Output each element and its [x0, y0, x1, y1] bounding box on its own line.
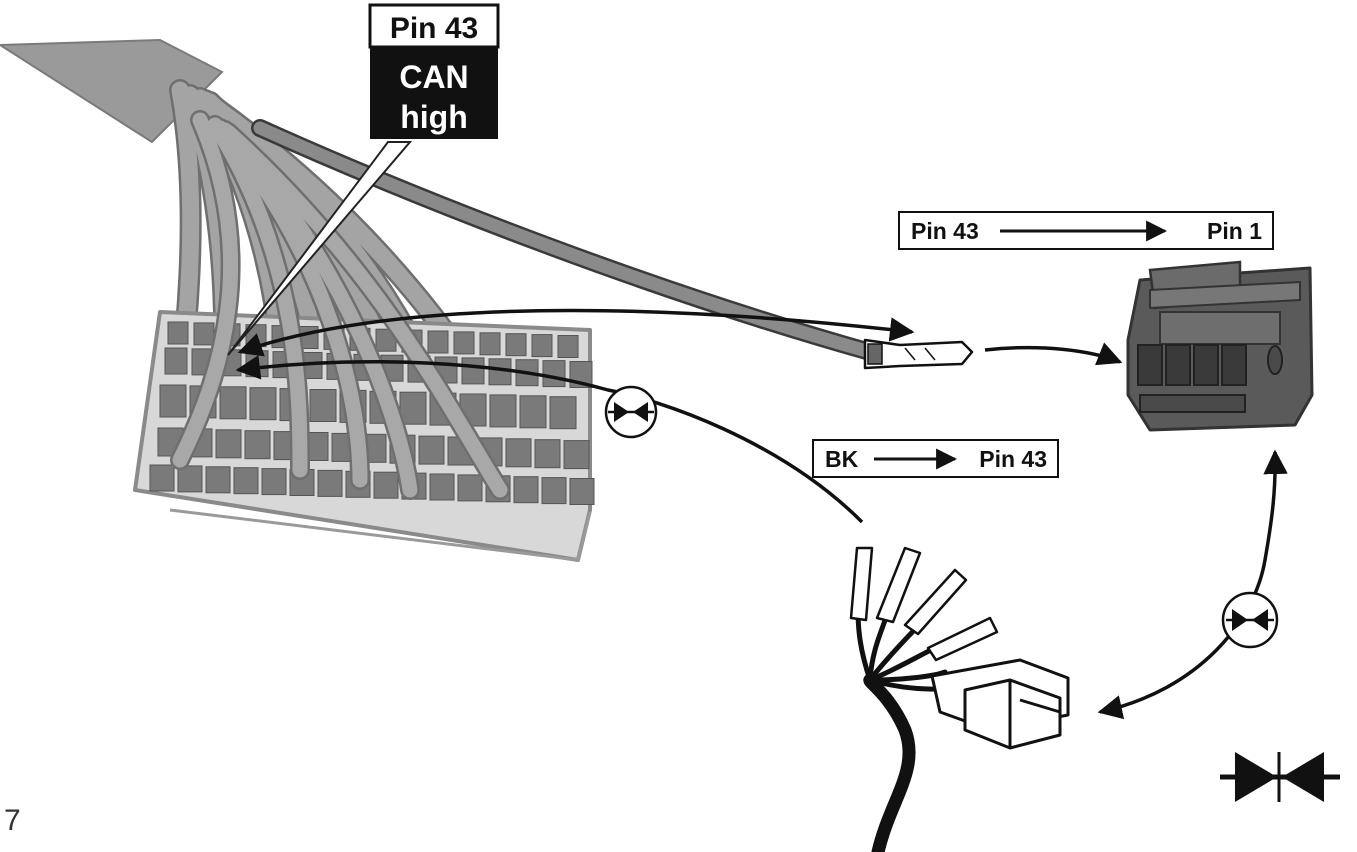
connector-cavity [531, 334, 553, 358]
connector-cavity [541, 477, 567, 505]
connector-cavity [249, 387, 277, 421]
mapping-bk-from: BK [825, 446, 859, 472]
mapping-top-from: Pin 43 [911, 218, 979, 244]
pin-terminal [863, 338, 974, 370]
connector-cavity [549, 396, 577, 430]
connector-cavity [233, 467, 259, 495]
connector-cavity [453, 331, 475, 355]
connector-cavity [177, 465, 203, 493]
connector-cavity [149, 464, 175, 492]
connector-cavity [205, 466, 231, 494]
mapping-label-bk: BK Pin 43 [812, 439, 1059, 478]
connector-cavity [457, 474, 483, 502]
connector-cavity [418, 435, 445, 465]
connector-cavity [479, 332, 501, 356]
connect-symbol-icon [604, 385, 658, 439]
callout-signal-line1: CAN [399, 59, 468, 95]
connector-cavity [429, 473, 455, 501]
connector-cavity [215, 429, 242, 459]
connector-cavity [373, 471, 399, 499]
connector-cavity [427, 330, 449, 354]
adapter-pins [849, 546, 999, 662]
connector-cavity [569, 478, 595, 505]
connector-cavity [505, 333, 527, 357]
connector-cavity [261, 468, 287, 496]
connector-cavity [534, 439, 561, 469]
connector-cavity [563, 440, 590, 470]
connector-cavity [461, 357, 485, 385]
connector-cavity [244, 430, 271, 460]
connector-cavity [489, 394, 517, 428]
connector-cavity [193, 322, 215, 346]
connector-cavity [219, 386, 247, 420]
page-number: 7 [4, 804, 21, 837]
target-connector-housing [1126, 260, 1314, 432]
connector-cavity [505, 438, 532, 468]
connector-cavity [317, 469, 343, 497]
mapping-label-top: Pin 43 Pin 1 [898, 211, 1274, 250]
connector-cavity [164, 347, 188, 375]
connector-cavity [519, 395, 547, 429]
connector-cavity [513, 476, 539, 504]
pin-callout: Pin 43 CAN high [368, 3, 500, 139]
adapter-connector [930, 658, 1070, 750]
connector-cavity [542, 360, 566, 388]
connector-cavity [309, 389, 337, 422]
connect-legend-icon [1220, 752, 1340, 802]
mapping-top-to: Pin 1 [1207, 218, 1262, 244]
connect-symbol-icon [1221, 591, 1279, 649]
connector-cavity [399, 391, 427, 425]
connector-cavity [167, 321, 189, 345]
callout-signal-line2: high [400, 99, 468, 135]
connector-cavity [557, 335, 579, 358]
wire-bundle-sheath [0, 38, 224, 144]
callout-pointer [227, 141, 413, 356]
mapping-bk-to: Pin 43 [979, 446, 1047, 472]
connection-arrows [235, 308, 1288, 720]
connector-cavity [245, 350, 269, 378]
callout-pin-label: Pin 43 [390, 12, 478, 45]
connector-cavity [159, 384, 187, 418]
